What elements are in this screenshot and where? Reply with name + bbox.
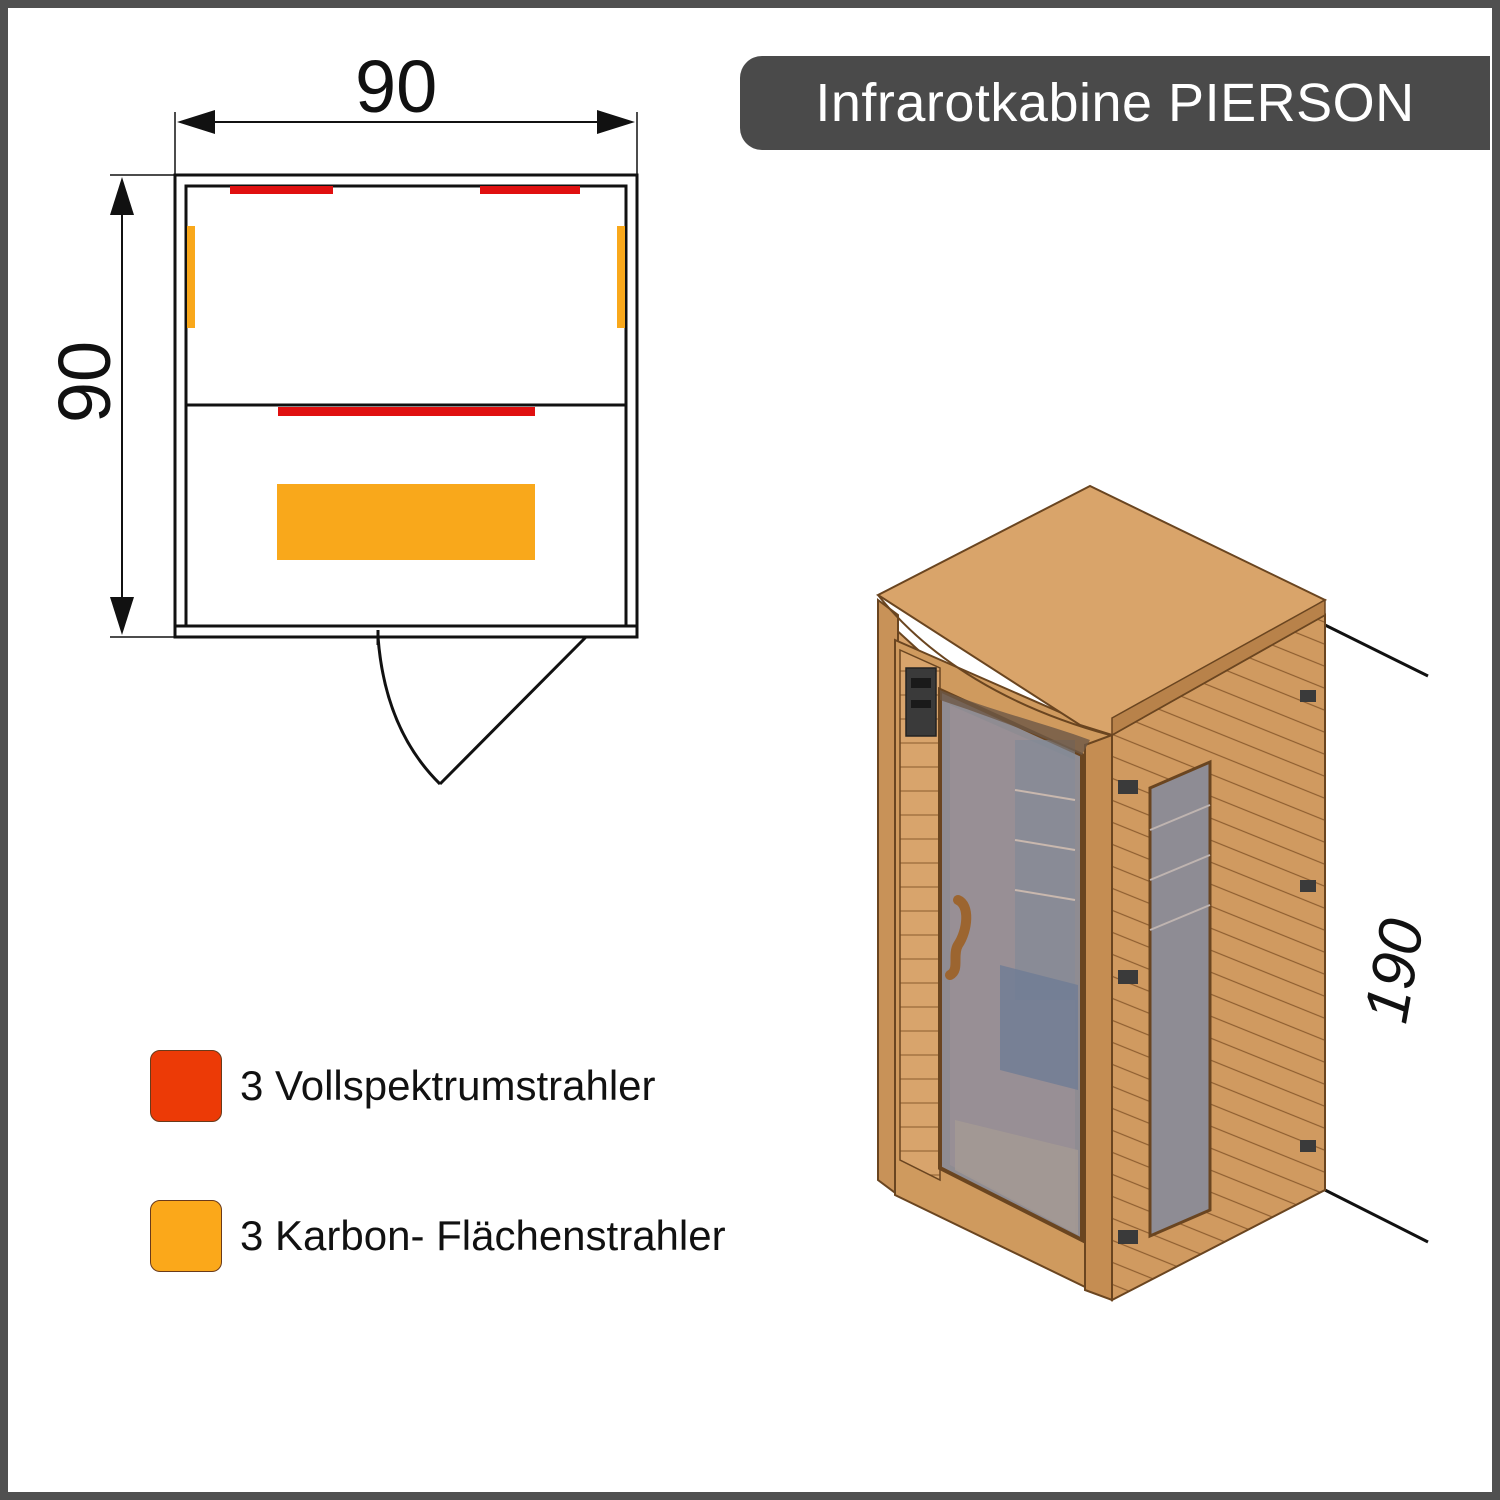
carbon-heater	[187, 226, 195, 328]
legend-label: 3 Vollspektrumstrahler	[240, 1062, 656, 1109]
floor-plan	[173, 173, 639, 786]
width-label: 90	[355, 45, 438, 128]
title-banner: Infrarotkabine PIERSON	[740, 56, 1490, 150]
full-spectrum-heater	[230, 186, 333, 194]
carbon-heater	[277, 484, 535, 560]
cabin-3d	[876, 484, 1328, 1302]
legend-swatch-orange	[150, 1200, 222, 1272]
width-dimension-line	[174, 110, 638, 180]
carbon-heater	[617, 226, 625, 328]
depth-label: 90	[43, 340, 126, 424]
legend-item-full-spectrum: 3 Vollspektrumstrahler	[150, 1050, 656, 1122]
legend-label: 3 Karbon- Flächenstrahler	[240, 1212, 726, 1259]
legend-swatch-red	[150, 1050, 222, 1122]
legend-item-carbon: 3 Karbon- Flächenstrahler	[150, 1200, 726, 1272]
height-dimension-line	[1324, 623, 1429, 1244]
diagram-title: Infrarotkabine PIERSON	[815, 73, 1415, 133]
full-spectrum-heater	[278, 407, 535, 416]
depth-dimension-line	[110, 174, 180, 638]
full-spectrum-heater	[480, 186, 580, 194]
door-swing	[376, 630, 588, 786]
